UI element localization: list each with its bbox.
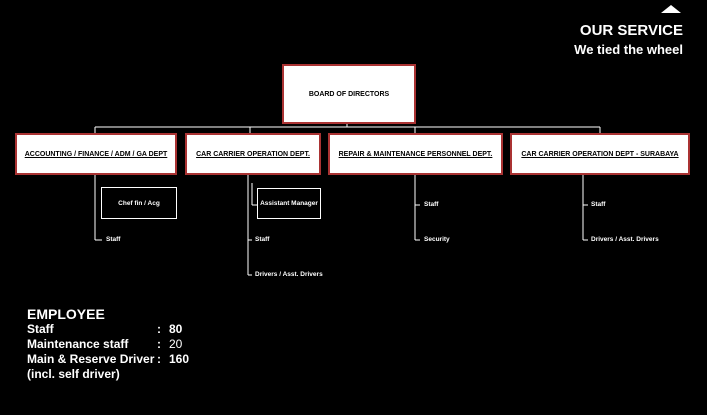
assistant-manager-box: Assistant Manager	[257, 188, 321, 219]
employee-row-value: 20	[169, 337, 183, 351]
up-arrow-icon[interactable]	[661, 5, 681, 13]
employee-row-label: Staff	[27, 322, 54, 336]
dept-accounting-box: ACCOUNTING / FINANCE / ADM / GA DEPT	[15, 133, 177, 175]
dept4-staff-label: Staff	[591, 201, 606, 208]
dept-accounting-label: ACCOUNTING / FINANCE / ADM / GA DEPT	[24, 150, 168, 158]
dept-car-carrier-surabaya-box: CAR CARRIER OPERATION DEPT - SURABAYA	[510, 133, 690, 175]
dept-repair-maintenance-box: REPAIR & MAINTENANCE PERSONNEL DEPT.	[328, 133, 503, 175]
colon: :	[157, 352, 161, 366]
employee-row: Main & Reserve Driver : 160	[27, 352, 189, 367]
employee-row: Maintenance staff : 20	[27, 337, 189, 352]
colon: :	[157, 322, 161, 336]
employee-row-label: Main & Reserve Driver	[27, 352, 155, 366]
dept4-drivers-label: Drivers / Asst. Drivers	[591, 236, 659, 243]
colon: :	[157, 337, 161, 351]
employee-row-label: Maintenance staff	[27, 337, 129, 351]
employee-row: Staff : 80	[27, 322, 189, 337]
employee-row-value: 80	[169, 322, 183, 336]
dept3-security-label: Security	[424, 236, 450, 243]
dept1-staff-label: Staff	[106, 236, 121, 243]
dept2-staff-label: Staff	[255, 236, 270, 243]
employee-row-value: 160	[169, 352, 190, 366]
dept2-drivers-label: Drivers / Asst. Drivers	[255, 271, 323, 278]
dept-repair-maintenance-label: REPAIR & MAINTENANCE PERSONNEL DEPT.	[338, 150, 493, 158]
dept-car-carrier-box: CAR CARRIER OPERATION DEPT.	[185, 133, 321, 175]
chef-fin-box: Chef fin / Acg	[101, 187, 177, 219]
dept-car-carrier-label: CAR CARRIER OPERATION DEPT.	[196, 150, 310, 158]
board-of-directors-box: BOARD OF DIRECTORS	[282, 64, 416, 124]
employee-note: (incl. self driver)	[27, 367, 120, 381]
dept-car-carrier-surabaya-label: CAR CARRIER OPERATION DEPT - SURABAYA	[521, 150, 679, 158]
service-subtitle: We tied the wheel	[574, 42, 683, 57]
employee-summary: EMPLOYEE Staff : 80 Maintenance staff : …	[27, 306, 189, 382]
dept3-staff-label: Staff	[424, 201, 439, 208]
service-title: OUR SERVICE	[579, 22, 683, 39]
employee-title: EMPLOYEE	[27, 306, 105, 322]
